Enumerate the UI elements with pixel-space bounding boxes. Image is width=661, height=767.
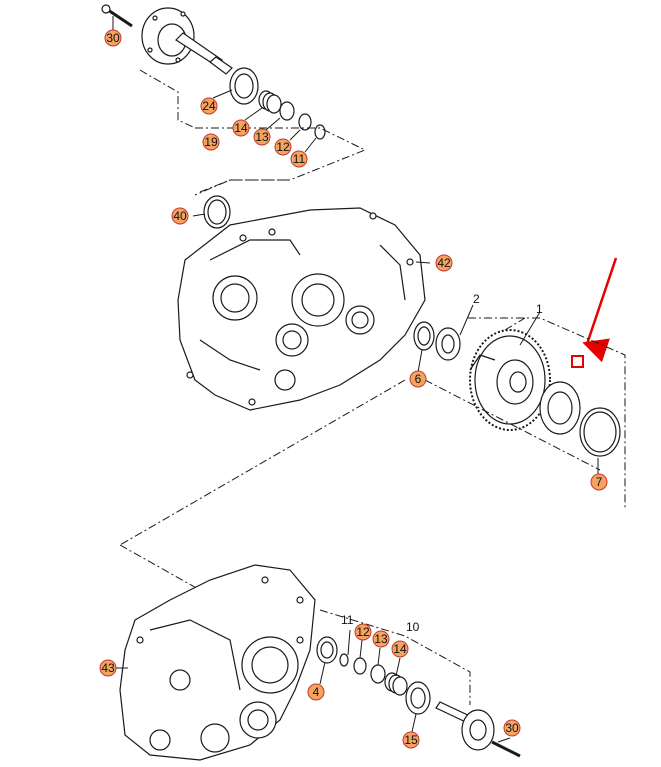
ring-part: [370, 664, 386, 684]
pointer-arrow: [582, 257, 618, 363]
callout-bubble: [354, 623, 372, 641]
callout-c14-bot: 14: [391, 640, 409, 658]
callout-number: 43: [101, 661, 115, 675]
lower-flange-assembly: [316, 636, 521, 758]
callout-number: 14: [234, 121, 248, 135]
upper-group-frame: [139, 69, 367, 196]
callout-c11-top: 11: [290, 150, 308, 168]
spring-part: [384, 672, 408, 696]
callout-c30-bot: 30: [503, 719, 521, 737]
callout-number: 40: [173, 209, 187, 223]
callout-c24: 24: [200, 97, 218, 115]
callout-number: 24: [202, 99, 216, 113]
callout-bubble: [274, 138, 292, 156]
callout-number: 14: [393, 642, 407, 656]
ring-gear-part: [469, 329, 551, 431]
callout-c7: 7: [590, 473, 608, 491]
gearbox-housing-part: [177, 207, 426, 411]
drive-flange-part: [435, 701, 495, 751]
callout-number: 12: [276, 140, 290, 154]
callout-number: 13: [374, 632, 388, 646]
label-10: 10: [406, 620, 420, 634]
callout-bubble: [409, 370, 427, 388]
callout-number: 30: [106, 31, 120, 45]
lower-group-frame: [319, 609, 471, 705]
callout-bubble: [590, 473, 608, 491]
callout-bubble: [253, 128, 271, 146]
callout-bubble: [503, 719, 521, 737]
circlip-part: [339, 653, 349, 667]
callout-c12-bot: 12: [354, 623, 372, 641]
callout-number: 11: [293, 152, 306, 166]
ring-part: [279, 101, 295, 121]
callout-number: 30: [505, 721, 519, 735]
callout-c14-top: 14: [232, 119, 250, 137]
callout-bubble: [435, 254, 453, 272]
circlip-part: [314, 124, 326, 140]
callout-number: 7: [596, 475, 603, 489]
callout-bubble: [391, 640, 409, 658]
callout-bubble: [290, 150, 308, 168]
callout-c12-top: 12: [274, 138, 292, 156]
callout-number: 42: [437, 256, 451, 270]
shim-ring-part: [203, 195, 231, 229]
callout-c42: 42: [435, 254, 453, 272]
outer-bearing-part: [539, 381, 581, 435]
leader-lines: [112, 16, 511, 743]
shim-ring-part: [579, 407, 621, 457]
leader-line: [199, 179, 290, 193]
callout-number: 12: [356, 625, 370, 639]
spring-part: [258, 90, 282, 114]
differential-group-frame: [119, 317, 626, 591]
ring-part: [298, 113, 312, 131]
taper-bearing-part: [435, 327, 461, 361]
leader-lines: [415, 261, 599, 476]
callout-bubble: [200, 97, 218, 115]
callout-c15: 15: [402, 731, 420, 749]
callout-bubble: [372, 630, 390, 648]
callout-number: 19: [204, 135, 218, 149]
callout-bubble: [402, 731, 420, 749]
callout-bubble: [171, 207, 189, 225]
callout-bubble: [202, 133, 220, 151]
seal-part: [320, 641, 334, 659]
callout-c40: 40: [171, 207, 189, 225]
highlight-box: [571, 355, 584, 368]
callout-c19: 19: [202, 133, 220, 151]
callout-c43: 43: [99, 659, 117, 677]
oil-seal-part: [229, 67, 259, 105]
callout-c4: 4: [307, 683, 325, 701]
callout-c13-bot: 13: [372, 630, 390, 648]
label-1: 1: [536, 302, 543, 316]
callout-bubble: [232, 119, 250, 137]
callout-c30-top: 30: [104, 29, 122, 47]
callout-number: 6: [415, 372, 422, 386]
drive-flange-part: [141, 7, 233, 75]
ring-part: [353, 657, 367, 675]
shim-part: [417, 326, 431, 346]
callout-number: 4: [313, 685, 320, 699]
callout-bubble: [99, 659, 117, 677]
callout-c6: 6: [409, 370, 427, 388]
differential-assembly: [413, 321, 621, 457]
callout-number: 15: [404, 733, 418, 747]
callout-c13-top: 13: [253, 128, 271, 146]
callout-number: 13: [255, 130, 269, 144]
callout-bubble: [104, 29, 122, 47]
lower-housing-part: [119, 564, 316, 761]
label-2: 2: [473, 292, 480, 306]
upper-flange-assembly: [101, 4, 326, 140]
bolt-part: [101, 4, 133, 28]
callout-bubble: [307, 683, 325, 701]
bolt-part: [491, 740, 521, 758]
oil-seal-part: [405, 681, 431, 715]
label-11-lower: 11: [341, 613, 354, 627]
